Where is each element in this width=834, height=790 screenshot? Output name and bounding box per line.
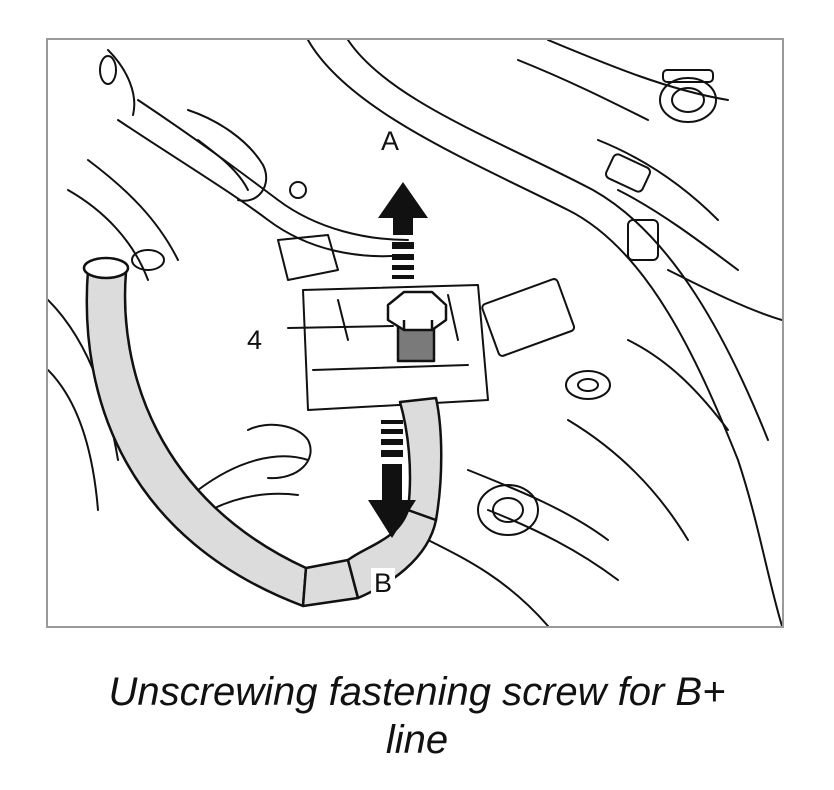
background-components (99, 55, 717, 536)
callout-label-part-4: 4 (244, 325, 266, 356)
engine-bay-line-drawing (48, 40, 782, 626)
background-wiring (48, 40, 782, 626)
b-plus-cable (82, 256, 443, 608)
direction-arrow-up (378, 182, 428, 279)
part-4-leader-line (287, 325, 394, 329)
callout-label-b: B (371, 568, 396, 599)
caption-line-1: Unscrewing fastening screw for B+ (108, 670, 726, 714)
caption-line-2: line (385, 718, 449, 762)
direction-arrow-down (368, 420, 416, 538)
terminal-bracket (302, 284, 489, 411)
callout-label-a: A (378, 126, 403, 157)
fastening-screw (386, 290, 448, 363)
figure-caption: Unscrewing fastening screw for B+ line (0, 668, 834, 764)
technical-illustration: A B 4 (46, 38, 784, 628)
